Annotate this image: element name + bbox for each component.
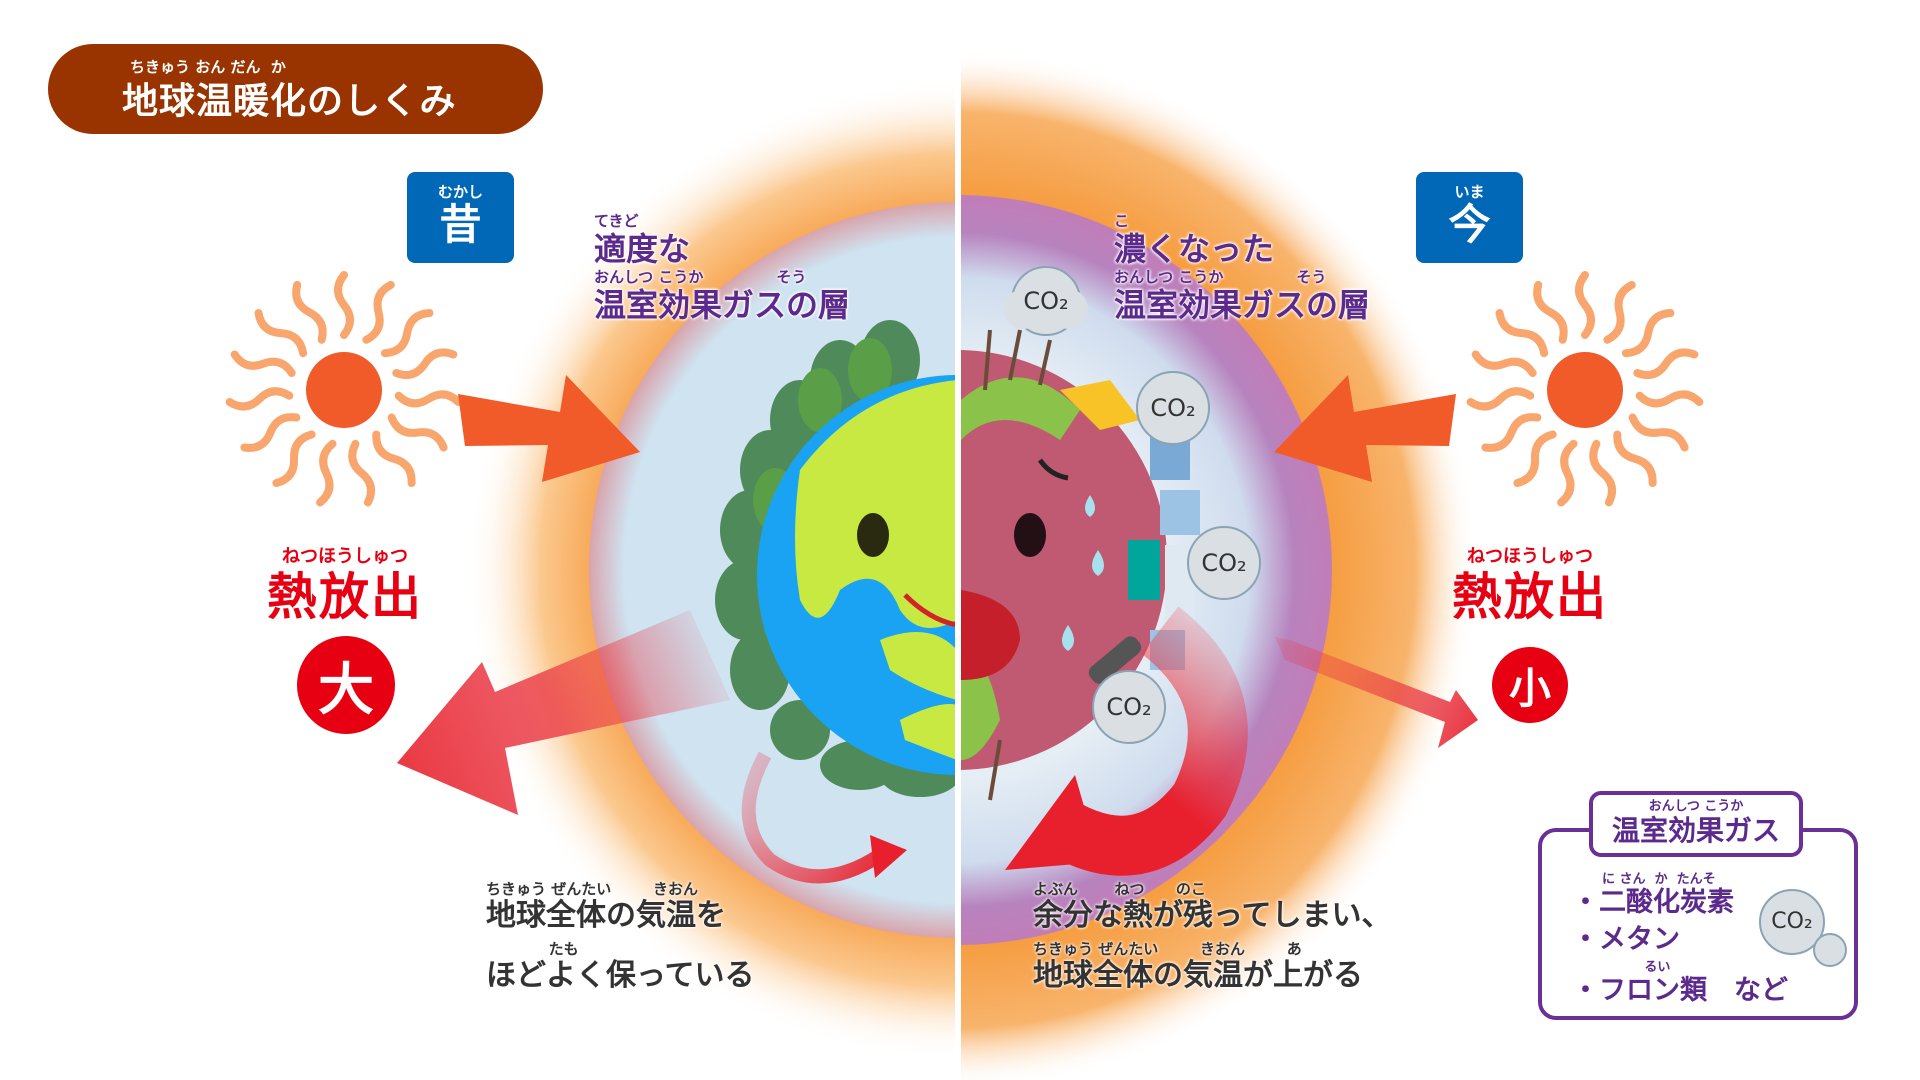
label-line: 温室効果ガスの層 [594,286,851,324]
dead-trees-icon [983,329,1052,801]
legend-title-text: 温室効果ガス [1611,814,1780,847]
sun-icon-present [1470,275,1700,504]
co2-cloud [1136,371,1210,445]
furigana: ちきゅう ぜんたい きおん [486,880,699,898]
caption-line: 地球全体の気温を [486,898,726,933]
present-atmosphere [961,40,1487,1080]
caption-line: ほどよく保っている [486,958,755,993]
caption-line: 地球全体の気温が上がる [1033,958,1363,993]
title-furigana: ちきゅう おん だん か [130,58,286,76]
sun-icon-past [225,271,463,507]
label-line: 適度な [594,230,691,268]
greenhouse-gas-legend: に さん か たんそ ・二酸化炭素 ・メタン るい ・フロン類 など CO₂ [1538,828,1858,1020]
label-line: 温室効果ガスの層 [1114,286,1371,324]
heat-level-small-badge: 小 [1492,647,1568,723]
incoming-sunlight-arrow-past [458,375,640,482]
past-layer-label: てきど 適度な おんしつ こうか そう 温室効果ガスの層 [594,212,850,324]
trapped-heat-arrow [1033,606,1248,876]
outgoing-heat-arrow-large [397,610,730,815]
legend-title: おんしつ こうか 温室効果ガス [1589,791,1803,857]
co2-clouds [1004,266,1261,744]
co2-cloud-icon [1759,889,1847,967]
past-badge: むかし 昔 [407,172,514,263]
furigana: おんしつ こうか そう [594,268,807,286]
furigana: ねつほうしゅつ [1467,546,1593,567]
co2-label: CO₂ [1150,394,1196,422]
excavator-icon [1060,380,1140,430]
co2-label: CO₂ [1023,287,1069,315]
heat-release-text: 熱放出 [267,568,423,626]
co2-label: CO₂ [1771,909,1813,934]
title-text: 地球温暖化のしくみ [122,81,457,122]
co2-label: CO₂ [1106,693,1152,721]
past-atmosphere [467,80,955,1060]
caption-line: 余分な熱が残ってしまい、 [1033,898,1392,933]
furigana: るい [1572,960,1671,975]
past-caption: ちきゅう ぜんたい きおん 地球全体の気温を たも ほどよく保っている [486,880,755,994]
past-heat-label: ねつほうしゅつ 熱放出 [260,546,430,626]
co2-label: CO₂ [1201,549,1247,577]
legend-item: に さん か たんそ ・二酸化炭素 [1572,872,1734,919]
furigana: てきど [594,212,639,230]
present-caption: よぶん ねつ のこ 余分な熱が残ってしまい、 ちきゅう ぜんたい きおん あ 地… [1033,880,1392,994]
legend-item-text: ・フロン類 など [1572,975,1788,1006]
heat-release-text: 熱放出 [1452,568,1608,626]
co2-cloud [1187,526,1261,600]
furigana: たも [486,940,579,958]
legend-item-text: ・二酸化炭素 [1572,887,1734,918]
legend-item: るい ・フロン類 など [1572,960,1788,1007]
sweat-drops-icon [1062,495,1104,651]
outgoing-heat-arrow-small [1275,637,1478,748]
car-icon [1088,636,1142,684]
co2-cloud [1092,670,1166,744]
furigana: おんしつ こうか [1648,799,1744,814]
page-title: ちきゅう おん だん か 地球温暖化のしくみ [48,44,543,134]
furigana: よぶん ねつ のこ [1033,880,1206,898]
furigana: ちきゅう ぜんたい きおん あ [1033,940,1302,958]
earth-eye [857,513,889,557]
present-heat-label: ねつほうしゅつ 熱放出 [1445,546,1615,626]
open-mouth [961,590,1020,680]
incoming-sunlight-arrow-present [1274,375,1456,482]
heat-level-large-badge: 大 [297,636,395,734]
furigana: こ [1114,212,1130,230]
label-line: 濃くなった [1114,230,1275,268]
present-badge: いま 今 [1416,172,1523,263]
past-badge-furigana: むかし [437,183,483,201]
present-badge-furigana: いま [1454,183,1485,201]
legend-item: ・メタン [1572,924,1680,955]
co2-cloud [1004,266,1088,336]
divider [955,60,961,1080]
furigana: に さん か たんそ [1602,872,1716,887]
retained-heat-arrow [741,751,884,884]
furigana: ねつほうしゅつ [282,546,408,567]
past-badge-text: 昔 [439,200,482,249]
present-badge-text: 今 [1448,200,1491,249]
present-layer-label: こ 濃くなった おんしつ こうか そう 温室効果ガスの層 [1114,212,1370,324]
furigana: おんしつ こうか そう [1114,268,1327,286]
